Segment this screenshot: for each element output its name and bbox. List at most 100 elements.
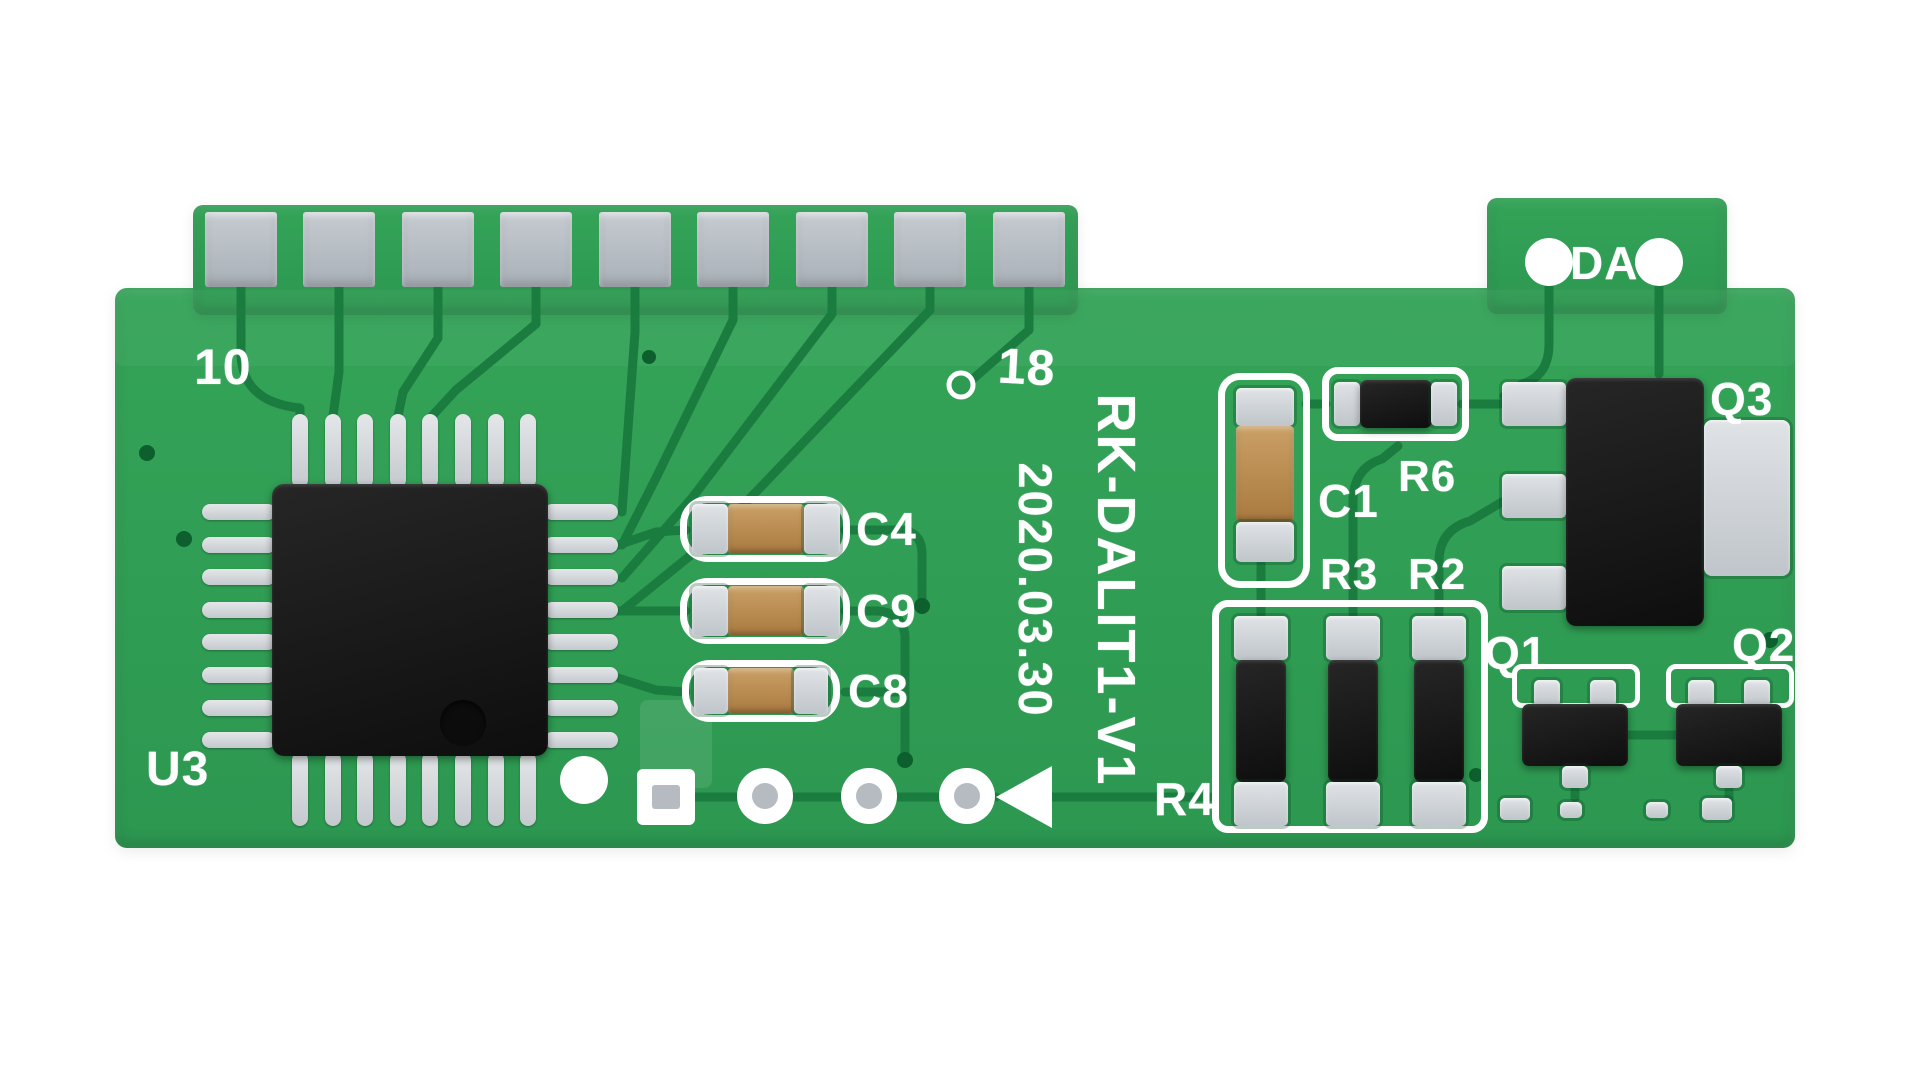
- pin18-label: 18: [996, 337, 1058, 397]
- ic-lead: [544, 569, 618, 586]
- resistor-terminal: [1234, 616, 1288, 660]
- ic-lead: [520, 752, 537, 826]
- board-model-text: RK-DALIT1-V1: [1086, 393, 1146, 787]
- q2-body: [1676, 704, 1782, 766]
- ic-lead: [455, 414, 471, 488]
- da-pad-hole: [1525, 238, 1573, 286]
- r6-terminal: [1334, 382, 1360, 426]
- ic-lead: [520, 414, 537, 488]
- q3-tab: [1704, 420, 1790, 576]
- ic-lead: [324, 414, 341, 488]
- ic-lead: [389, 752, 406, 826]
- q1-lead: [1590, 680, 1616, 706]
- ic-lead: [544, 536, 618, 553]
- c9-body: [728, 586, 804, 636]
- resistor-body: [1328, 660, 1378, 782]
- q3-lead: [1502, 474, 1566, 518]
- q2-label: Q2: [1732, 619, 1796, 671]
- c1-silkscreen-outline: [1218, 373, 1310, 588]
- ic-lead: [202, 699, 276, 716]
- q2-lead: [1688, 680, 1714, 706]
- q3-label: Q3: [1710, 373, 1774, 425]
- c1-label: C1: [1318, 475, 1379, 527]
- c9-silkscreen-outline: [680, 578, 850, 644]
- connector-pad: [500, 212, 572, 287]
- ic-lead: [292, 752, 308, 826]
- da-pad-hole: [1635, 238, 1683, 286]
- connector-pad: [402, 212, 474, 287]
- ic-lead: [544, 732, 618, 749]
- fiducial-dot: [560, 756, 608, 804]
- connector-pad: [894, 212, 966, 287]
- copper-pour-patch: [115, 290, 1795, 366]
- resistor-terminal: [1326, 782, 1380, 826]
- pin10-label: 10: [194, 339, 252, 395]
- c8-label: C8: [848, 665, 909, 717]
- ic-lead: [455, 752, 471, 826]
- q1-label: Q1: [1484, 627, 1548, 679]
- ic-lead: [292, 414, 308, 488]
- c4-terminal: [692, 504, 728, 554]
- ic-lead: [202, 569, 276, 586]
- c9-label: C9: [856, 585, 917, 637]
- test-pad-square-center: [652, 785, 680, 809]
- ic-lead: [487, 752, 504, 826]
- ic-lead: [389, 414, 406, 488]
- r6-silkscreen-outline: [1322, 367, 1469, 441]
- c9-terminal: [804, 586, 840, 636]
- resistor-body: [1414, 660, 1464, 782]
- ic-lead: [202, 667, 276, 683]
- u3-label: U3: [146, 743, 210, 796]
- c8-terminal: [694, 668, 728, 714]
- u3-chip-body: [272, 484, 548, 756]
- c4-silkscreen-outline: [680, 496, 850, 562]
- resistor-terminal: [1234, 782, 1288, 826]
- r3-label: R3: [1320, 550, 1379, 599]
- c1-body: [1236, 426, 1294, 522]
- connector-pad: [796, 212, 868, 287]
- ic-lead: [544, 667, 618, 683]
- solder-pad: [1560, 802, 1582, 818]
- c1-terminal: [1236, 522, 1294, 562]
- r6-terminal: [1431, 382, 1457, 426]
- board-date-text: 2020.03.30: [1009, 462, 1062, 718]
- c4-label: C4: [856, 503, 917, 555]
- ic-lead: [202, 536, 276, 553]
- q1-lead: [1562, 766, 1588, 788]
- q3-lead: [1502, 382, 1566, 426]
- ic-lead: [357, 414, 374, 488]
- q3-lead: [1502, 566, 1566, 610]
- c9-terminal: [692, 586, 728, 636]
- c8-terminal: [794, 668, 828, 714]
- q2-lead: [1716, 766, 1742, 788]
- resistor-terminal: [1412, 782, 1466, 826]
- ic-lead: [544, 699, 618, 716]
- connector-pad: [697, 212, 769, 287]
- test-pad-round-center: [856, 783, 882, 809]
- ic-lead: [544, 601, 618, 618]
- connector-pad: [303, 212, 375, 287]
- da-label: DA: [1570, 237, 1639, 289]
- connector-pad: [205, 212, 277, 287]
- ic-lead: [422, 752, 439, 826]
- ic-lead: [202, 504, 276, 520]
- q3-body: [1566, 378, 1704, 626]
- ic-lead: [324, 752, 341, 826]
- solder-pad: [1702, 798, 1732, 820]
- q1-lead: [1534, 680, 1560, 706]
- solder-pad: [1500, 798, 1530, 820]
- test-pad-round-center: [752, 783, 778, 809]
- ic-lead: [422, 414, 439, 488]
- q2-lead: [1744, 680, 1770, 706]
- c1-terminal: [1236, 388, 1294, 426]
- c4-terminal: [804, 504, 840, 554]
- test-pad-round-center: [954, 783, 980, 809]
- ic-lead: [202, 732, 276, 749]
- solder-pad: [1646, 802, 1668, 818]
- r4-label: R4: [1154, 773, 1215, 825]
- ic-lead: [202, 601, 276, 618]
- r2-label: R2: [1408, 550, 1467, 599]
- resistor-terminal: [1412, 616, 1466, 660]
- connector-pad: [993, 212, 1065, 287]
